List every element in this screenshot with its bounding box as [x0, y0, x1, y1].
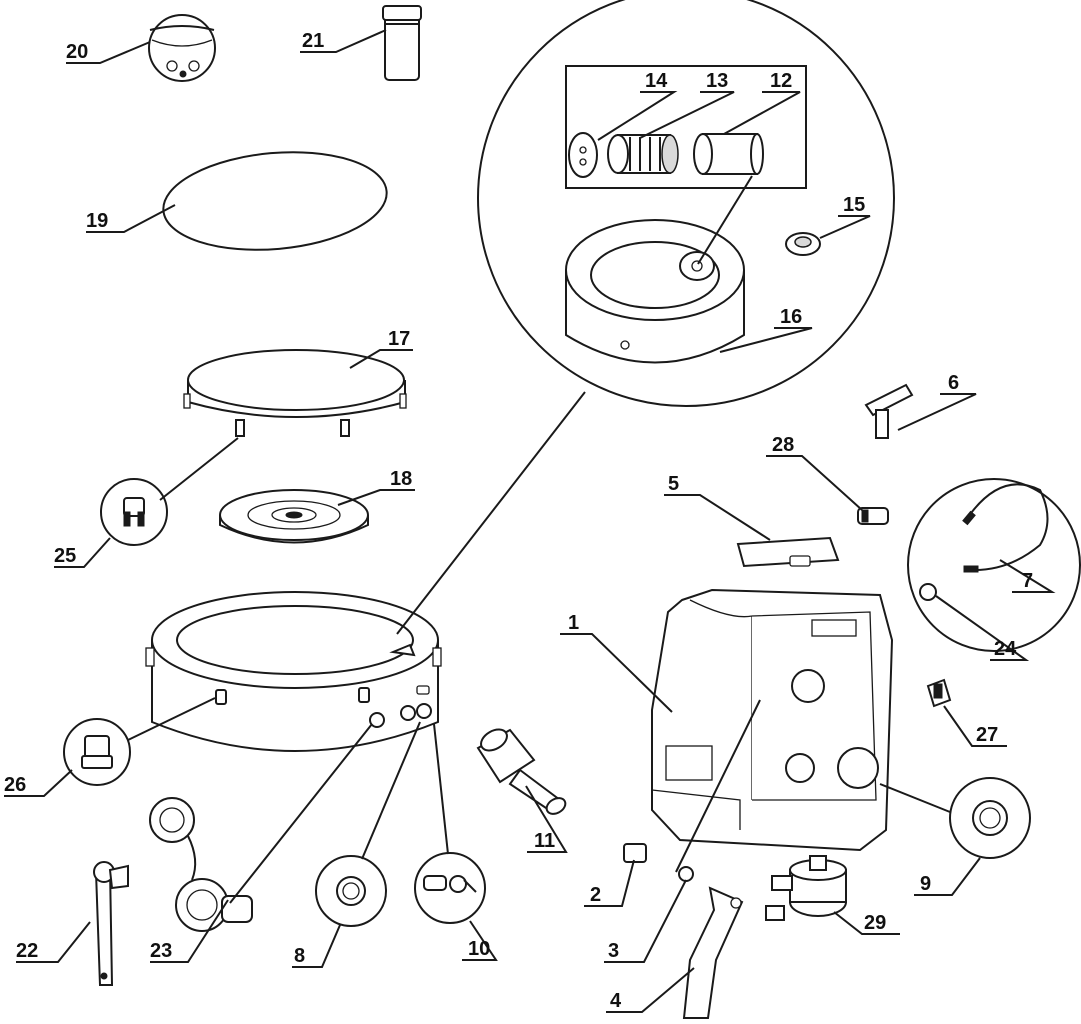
leader-lines [4, 29, 1056, 1013]
part-25-clip-detail [100, 478, 168, 546]
part-4-handle [682, 886, 744, 1019]
callout-21: 21 [302, 30, 324, 52]
callout-28: 28 [772, 434, 794, 456]
part-28-connector [857, 507, 889, 525]
callout-12: 12 [770, 70, 792, 92]
callout-18: 18 [390, 468, 412, 490]
tub-base [145, 591, 442, 752]
callout-2: 2 [590, 884, 601, 906]
part-13-filter-cartridge [607, 134, 679, 174]
part-18-disc [219, 489, 369, 544]
callout-26: 26 [4, 774, 26, 796]
callout-11: 11 [534, 830, 555, 852]
callout-7: 7 [1022, 570, 1033, 592]
callout-20: 20 [66, 41, 88, 63]
callout-6: 6 [948, 372, 959, 394]
part-23-drain-plug [149, 797, 253, 932]
part-2-cap [623, 843, 647, 863]
part-20-dispenser-ball [148, 14, 216, 82]
part-10-valve-detail [414, 852, 486, 924]
callout-1: 1 [568, 612, 579, 634]
callout-4: 4 [610, 990, 622, 1012]
callout-27: 27 [976, 724, 998, 746]
part-5-panel [736, 536, 840, 568]
callout-23: 23 [150, 940, 172, 962]
part-21-bottle [382, 5, 422, 81]
callout-10: 10 [468, 938, 490, 960]
part-1-pump-unit [651, 588, 894, 852]
part-27-fitting [926, 678, 952, 708]
callout-19: 19 [86, 210, 108, 232]
callout-14: 14 [645, 70, 668, 92]
callout-3: 3 [608, 940, 619, 962]
part-7-24-hose-detail [907, 478, 1081, 652]
part-14-filter-cap [568, 132, 598, 178]
callout-5: 5 [668, 473, 679, 495]
part-15-plug [785, 232, 821, 256]
callout-8: 8 [294, 945, 305, 967]
part-26-clip-detail [63, 718, 131, 786]
part-22-wrench [93, 861, 129, 986]
callout-22: 22 [16, 940, 38, 962]
callout-25: 25 [54, 545, 76, 567]
callout-13: 13 [706, 70, 728, 92]
part-19-oring [162, 151, 388, 251]
callout-24: 24 [994, 638, 1017, 660]
callout-29: 29 [864, 912, 886, 934]
part-3-nut [678, 866, 694, 882]
callout-16: 16 [780, 306, 802, 328]
part-11-hose-connector [476, 728, 567, 815]
callout-15: 15 [843, 194, 865, 216]
part-17-cover-lid [183, 349, 407, 437]
part-12-filter-housing [693, 133, 764, 175]
callout-17: 17 [388, 328, 410, 350]
filter-magnified-view [477, 0, 895, 407]
callout-9: 9 [920, 873, 931, 895]
part-8-seal-detail [315, 855, 387, 927]
part-6-spigot [864, 383, 914, 439]
part-29-pump-motor [765, 855, 847, 921]
part-16-filter-bowl [565, 219, 745, 364]
magnify-leader [396, 391, 586, 635]
part-9-seal-detail [949, 777, 1031, 859]
callout-labels: 20 21 19 17 18 25 26 22 23 8 10 11 14 13… [4, 30, 1033, 1012]
